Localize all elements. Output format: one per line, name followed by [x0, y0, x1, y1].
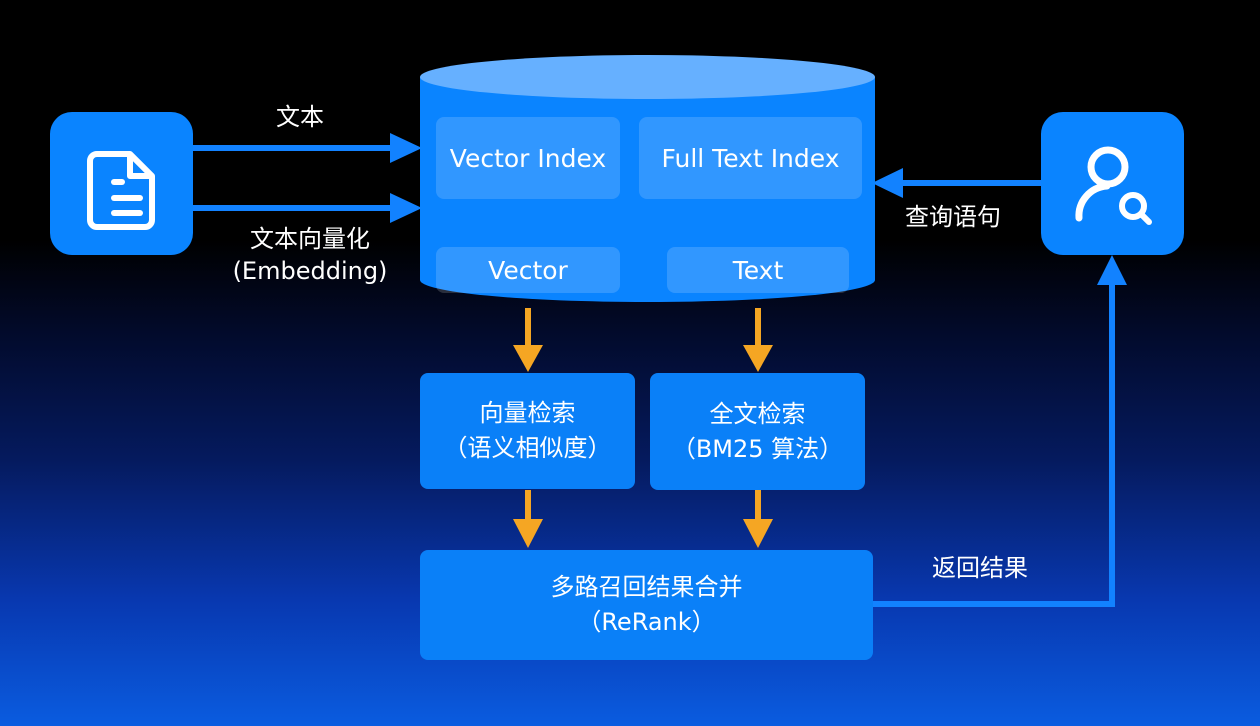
arrow-embedding-to-db [193, 193, 422, 223]
arrow-query-to-db [872, 168, 1042, 198]
rerank-subtitle: （ReRank） [577, 608, 716, 636]
user-query-node [1041, 112, 1184, 255]
vector-search-subtitle: （语义相似度） [443, 434, 612, 462]
rerank-title: 多路召回结果合并 [550, 573, 743, 602]
user-search-icon [1075, 146, 1152, 225]
text-edge-label: 文本 [276, 103, 324, 131]
fulltext-search-title: 全文检索 [709, 399, 806, 428]
text-box: Text [667, 247, 849, 293]
vector-search-box: 向量检索 （语义相似度） [420, 373, 635, 489]
cylinder-shape [420, 55, 875, 302]
text-label: Text [732, 255, 784, 285]
arrow-db-to-fulltext-search [743, 308, 773, 372]
document-icon [87, 151, 155, 230]
rerank-box: 多路召回结果合并 （ReRank） [420, 550, 873, 660]
fulltext-search-subtitle: （BM25 算法） [671, 434, 844, 463]
arrow-db-to-vector-search [513, 308, 543, 372]
return-edge-label: 返回结果 [932, 554, 1028, 582]
query-edge-label: 查询语句 [905, 203, 1001, 231]
full-text-index-label: Full Text Index [661, 143, 840, 173]
vector-index-box: Vector Index [436, 117, 620, 199]
vector-index-label: Vector Index [449, 143, 607, 173]
fulltext-search-box: 全文检索 （BM25 算法） [650, 373, 865, 490]
arrow-text-to-db [193, 133, 422, 163]
arrow-vector-search-to-rerank [513, 490, 543, 548]
arrow-fulltext-search-to-rerank [743, 490, 773, 548]
embedding-label-line2: (Embedding) [232, 257, 388, 285]
vector-label: Vector [488, 255, 568, 285]
document-node [50, 112, 193, 255]
embedding-label-line1: 文本向量化 [250, 225, 370, 253]
vector-box: Vector [436, 247, 620, 293]
vector-search-title: 向量检索 [479, 399, 576, 428]
full-text-index-box: Full Text Index [639, 117, 862, 199]
database-cylinder: Vector Index Full Text Index Vector Text [420, 55, 875, 310]
